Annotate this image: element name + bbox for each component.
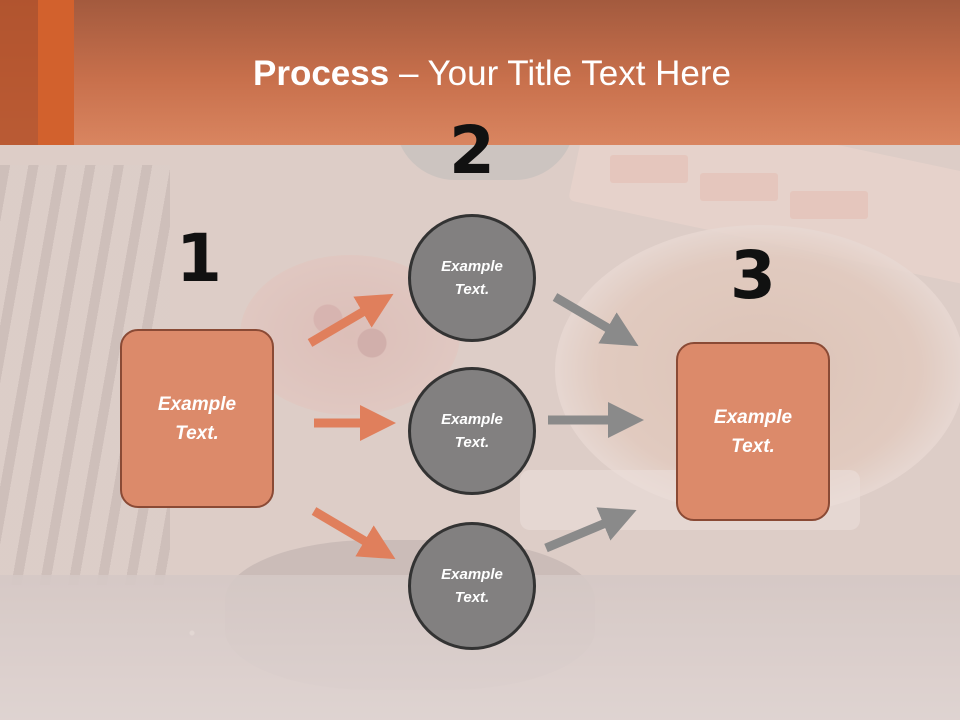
circle-middle-text: Example Text.: [441, 411, 503, 451]
arrow-from-circle-top: [552, 293, 639, 347]
step-3-box: Example Text.: [676, 342, 830, 521]
circle-bottom-text: Example Text.: [441, 566, 503, 606]
title-bar: Process – Your Title Text Here: [0, 0, 960, 145]
accent-stripe: [0, 0, 38, 145]
step-2-circle-middle: Example Text.: [408, 367, 536, 495]
step-number-3: 3: [730, 237, 776, 314]
step-1-box: Example Text.: [120, 329, 274, 508]
slide-title: Process – Your Title Text Here: [0, 52, 960, 96]
title-rest: – Your Title Text Here: [389, 54, 731, 93]
title-bold: Process: [253, 54, 390, 93]
step-number-2: 2: [449, 112, 495, 189]
step-3-text: Example Text.: [713, 406, 793, 457]
step-1-text: Example Text.: [157, 393, 237, 444]
step-2-circle-bottom: Example Text.: [408, 522, 536, 650]
arrow-from-circle-bottom: [544, 507, 637, 553]
step-number-1: 1: [176, 220, 222, 297]
accent-stripe: [38, 0, 74, 145]
circle-top-text: Example Text.: [441, 258, 503, 298]
arrow-to-circle-top: [307, 293, 394, 347]
arrow-to-circle-bottom: [311, 507, 396, 560]
step-2-circle-top: Example Text.: [408, 214, 536, 342]
